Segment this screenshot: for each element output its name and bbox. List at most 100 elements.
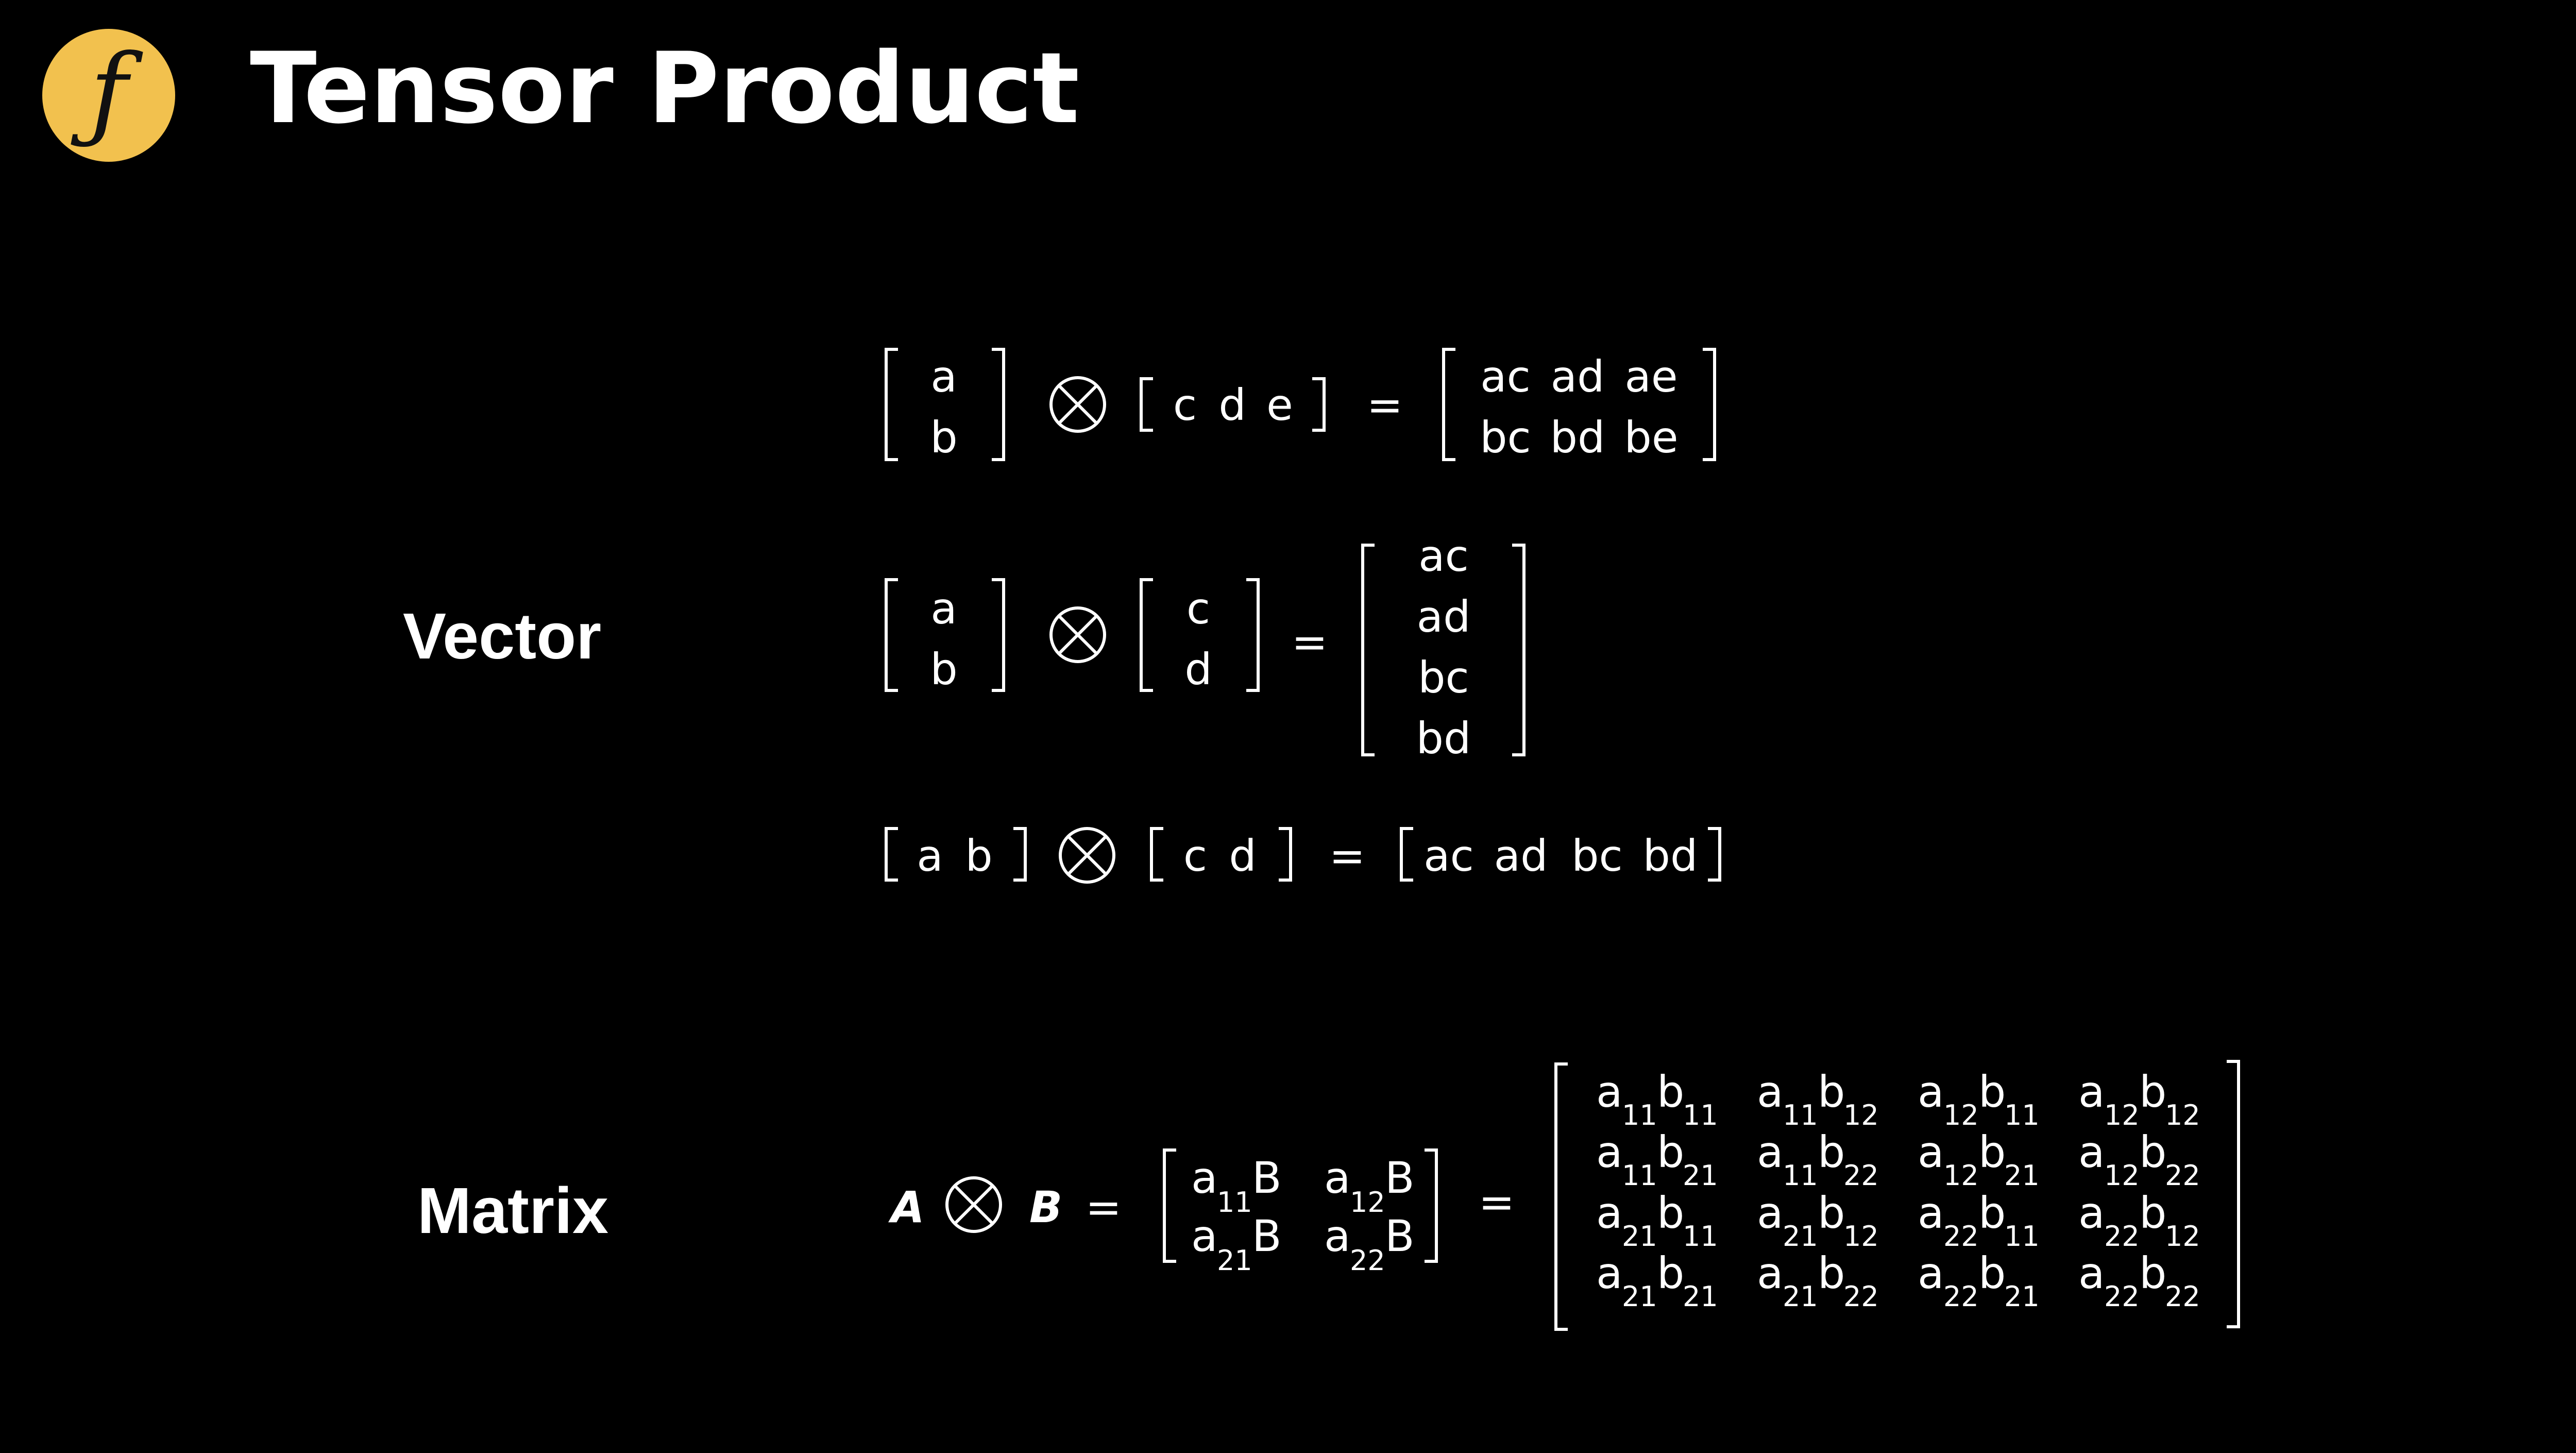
bracket-left — [1150, 827, 1163, 882]
vector-example-3: a b c d = ac ad bc bd — [885, 827, 1721, 884]
vector-entry: b — [930, 644, 957, 695]
block-entry: a 21 B — [1191, 1211, 1282, 1277]
vector-entry: bd — [1416, 713, 1471, 764]
vector-entry: d — [1184, 644, 1212, 695]
bracket-right — [2227, 1060, 2240, 1328]
svg-text:12: 12 — [2165, 1099, 2200, 1131]
bracket-left — [885, 578, 898, 692]
svg-text:b: b — [1818, 1188, 1845, 1238]
svg-text:b: b — [1818, 1067, 1845, 1117]
otimes-symbol — [1049, 376, 1106, 433]
svg-text:b: b — [1657, 1248, 1684, 1298]
svg-text:b: b — [1978, 1188, 2006, 1238]
svg-text:b: b — [2139, 1248, 2166, 1298]
svg-text:11: 11 — [2004, 1099, 2040, 1131]
bracket-left — [1554, 1062, 1568, 1331]
svg-text:B: B — [1385, 1211, 1415, 1261]
svg-text:12: 12 — [2104, 1099, 2140, 1131]
matrix-entry: ac — [1480, 351, 1531, 402]
svg-text:22: 22 — [2165, 1280, 2200, 1313]
svg-text:12: 12 — [2104, 1159, 2140, 1192]
vector-entry: b — [930, 412, 957, 463]
svg-text:11: 11 — [1683, 1099, 1718, 1131]
svg-text:a: a — [1324, 1211, 1350, 1261]
vector-entry: bd — [1643, 831, 1698, 881]
svg-text:21: 21 — [1683, 1280, 1718, 1313]
logo: ƒ — [42, 29, 175, 162]
bracket-right — [1013, 827, 1027, 882]
svg-text:a: a — [2078, 1127, 2105, 1177]
vector-entry: ac — [1418, 531, 1469, 581]
svg-text:a: a — [1191, 1153, 1217, 1203]
svg-text:b: b — [1978, 1127, 2006, 1177]
svg-text:b: b — [2139, 1127, 2166, 1177]
svg-text:12: 12 — [2165, 1220, 2200, 1253]
svg-text:21: 21 — [1622, 1280, 1657, 1313]
svg-text:22: 22 — [1843, 1159, 1879, 1192]
svg-text:11: 11 — [2004, 1220, 2040, 1253]
matrix-entry: bc — [1480, 412, 1531, 463]
svg-text:12: 12 — [1350, 1186, 1385, 1219]
vector-entry: c — [1183, 831, 1207, 881]
svg-text:a: a — [2078, 1188, 2105, 1238]
bracket-right — [992, 348, 1005, 461]
svg-text:B: B — [1252, 1153, 1282, 1203]
bracket-right — [1312, 377, 1326, 432]
bracket-left — [1442, 348, 1455, 461]
svg-text:12: 12 — [1843, 1099, 1879, 1131]
svg-text:22: 22 — [1350, 1244, 1385, 1277]
svg-text:b: b — [1657, 1127, 1684, 1177]
svg-text:22: 22 — [1943, 1220, 1979, 1253]
section-matrix-label: Matrix — [417, 1174, 609, 1247]
vector-entry: ad — [1417, 592, 1471, 642]
svg-text:21: 21 — [1217, 1244, 1252, 1277]
svg-text:a: a — [1757, 1188, 1783, 1238]
matrix-entry: ad — [1551, 351, 1605, 402]
matrix-entry: ae — [1624, 351, 1677, 402]
svg-text:b: b — [1978, 1248, 2006, 1298]
svg-text:a: a — [1918, 1248, 1944, 1298]
svg-text:b: b — [1657, 1188, 1684, 1238]
vector-example-1: a b c d e = ac ad ae bc bd be — [885, 348, 1716, 463]
svg-text:11: 11 — [1217, 1186, 1252, 1219]
block-entry: a 11 B — [1191, 1153, 1282, 1219]
bracket-left — [885, 348, 898, 461]
svg-text:11: 11 — [1683, 1220, 1718, 1253]
equals-sign: = — [1479, 1177, 1515, 1227]
svg-text:11: 11 — [1622, 1099, 1657, 1131]
svg-text:12: 12 — [1843, 1220, 1879, 1253]
block-entry: a 12 B — [1324, 1153, 1415, 1219]
matrix-entry: be — [1624, 412, 1679, 463]
vector-entry: a — [930, 351, 957, 402]
svg-text:a: a — [2078, 1067, 2105, 1117]
svg-text:a: a — [1757, 1127, 1783, 1177]
bracket-left — [885, 827, 898, 882]
svg-text:a: a — [2078, 1248, 2105, 1298]
svg-text:22: 22 — [2165, 1159, 2200, 1192]
bracket-right — [1246, 578, 1260, 692]
bracket-left — [1163, 1148, 1176, 1263]
svg-text:b: b — [1818, 1127, 1845, 1177]
svg-text:11: 11 — [1783, 1099, 1818, 1131]
equals-sign: = — [1292, 617, 1328, 667]
svg-text:b: b — [1657, 1067, 1684, 1117]
svg-text:21: 21 — [1622, 1220, 1657, 1253]
bracket-left — [1140, 578, 1153, 692]
otimes-symbol — [1059, 827, 1115, 884]
logo-glyph: ƒ — [89, 32, 128, 153]
svg-text:a: a — [1757, 1067, 1783, 1117]
vector-entry: a — [930, 583, 957, 634]
vector-entry: a — [917, 831, 943, 881]
